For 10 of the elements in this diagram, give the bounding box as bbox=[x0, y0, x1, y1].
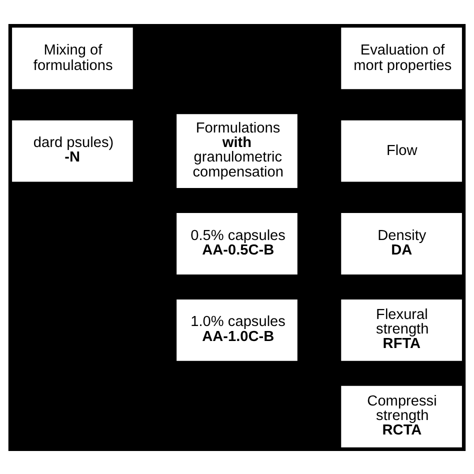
node-box: Mixing of formulations bbox=[12, 27, 133, 89]
node-box: Compressi strength RCTA bbox=[341, 385, 462, 447]
node-box: dard psules) -N bbox=[12, 120, 133, 182]
node-box: 0.5% capsules AA-0.5C-B bbox=[176, 212, 298, 274]
node-box: Flow bbox=[341, 120, 462, 182]
node-box: Evaluation of mort properties bbox=[341, 27, 462, 89]
node-box: Density DA bbox=[341, 212, 462, 274]
node-box: Formulations with granulometric compensation bbox=[176, 114, 298, 188]
node-box: 1.0% capsules AA-1.0C-B bbox=[176, 298, 298, 360]
node-box: Flexural strength RFTA bbox=[341, 298, 462, 360]
